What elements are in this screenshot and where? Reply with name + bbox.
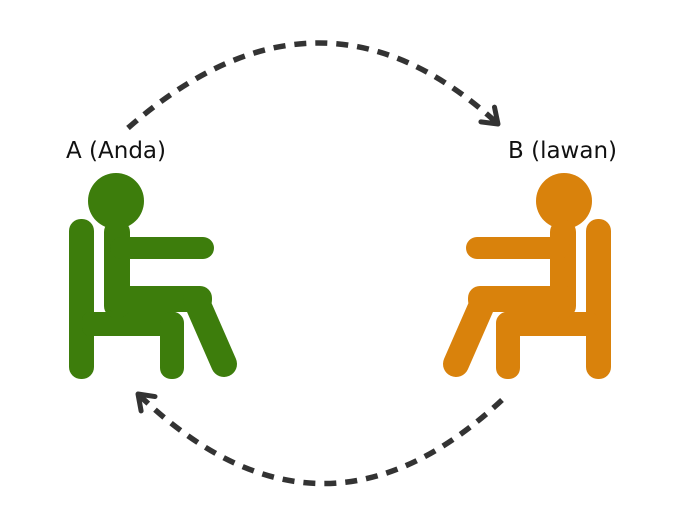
seated-person-icon bbox=[443, 173, 611, 379]
participant-a-label: A (Anda) bbox=[66, 138, 166, 164]
arrow-b-to-a bbox=[135, 391, 504, 487]
seated-person-icon bbox=[69, 173, 237, 379]
participant-b-label: B (lawan) bbox=[508, 138, 618, 164]
arrow-a-to-b bbox=[126, 40, 501, 131]
